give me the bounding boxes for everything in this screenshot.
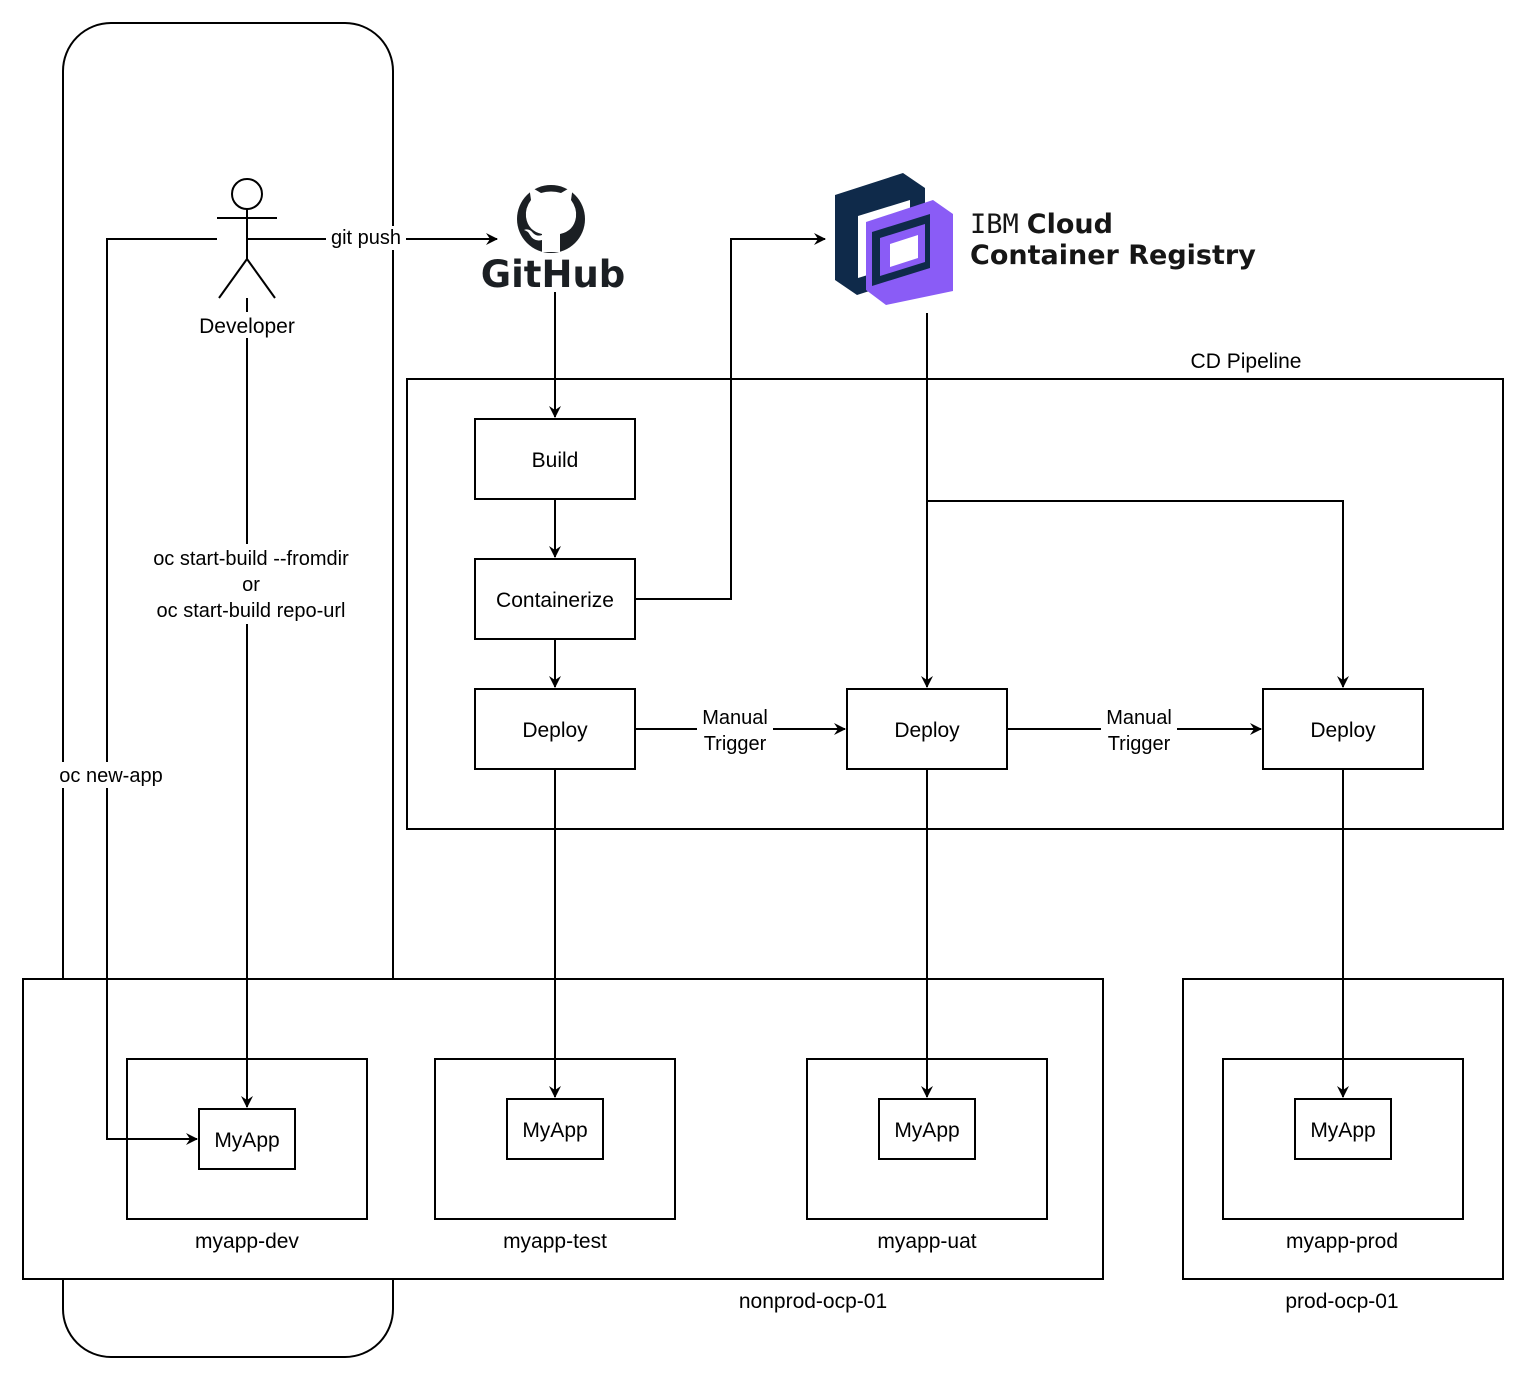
edge-new-app [106,238,217,1145]
namespace-uat-label: myapp-uat [877,1230,976,1253]
github-wordmark: GitHub [481,253,626,296]
manual-trigger-1-line1: Manual [702,707,768,729]
app-test-label: MyApp [522,1119,587,1142]
deploy-prod-step-label: Deploy [1310,719,1376,742]
namespace-test-label: myapp-test [503,1230,607,1253]
cd-pipeline-title: CD Pipeline [1191,350,1302,373]
edge-containerize-to-registry [635,233,826,600]
developer-lane [62,22,394,1358]
app-test-box[interactable] [506,1098,604,1160]
build-step[interactable] [474,418,636,500]
deploy-prod-step[interactable] [1262,688,1424,770]
prod-cluster-label: prod-ocp-01 [1285,1290,1398,1313]
app-prod-box[interactable] [1294,1098,1392,1160]
app-uat-label: MyApp [894,1119,959,1142]
developer-actor-icon [217,178,277,299]
start-build-label-1: oc start-build --fromdir [153,548,349,570]
app-dev-box[interactable] [198,1108,296,1170]
app-uat-box[interactable] [878,1098,976,1160]
deploy-dev-step[interactable] [474,688,636,770]
deploy-dev-step-label: Deploy [522,719,588,742]
registry-title-line2: Container Registry [970,240,1256,271]
build-step-label: Build [532,449,579,472]
ibm-container-registry-icon [835,173,953,305]
manual-trigger-1-line2: Trigger [704,733,767,755]
nonprod-cluster-label: nonprod-ocp-01 [739,1290,887,1313]
cd-pipeline-frame [406,378,1504,830]
start-build-label-2: or [242,574,260,596]
app-prod-label: MyApp [1310,1119,1375,1142]
containerize-step-label: Containerize [496,589,614,612]
app-dev-label: MyApp [214,1129,279,1152]
developer-label: Developer [199,315,295,338]
namespace-dev-label: myapp-dev [195,1230,299,1253]
github-logo[interactable]: GitHub [481,185,626,296]
manual-trigger-2-line1: Manual [1106,707,1172,729]
containerize-step[interactable] [474,558,636,640]
new-app-label: oc new-app [59,765,162,787]
manual-trigger-2-line2: Trigger [1108,733,1171,755]
deploy-uat-step[interactable] [846,688,1008,770]
namespace-prod-label: myapp-prod [1286,1230,1398,1253]
github-octocat-icon [517,185,585,253]
edge-registry-to-deploy-prod [927,500,1349,688]
git-push-label: git push [331,227,401,249]
start-build-label-3: oc start-build repo-url [157,600,346,622]
deploy-uat-step-label: Deploy [894,719,960,742]
